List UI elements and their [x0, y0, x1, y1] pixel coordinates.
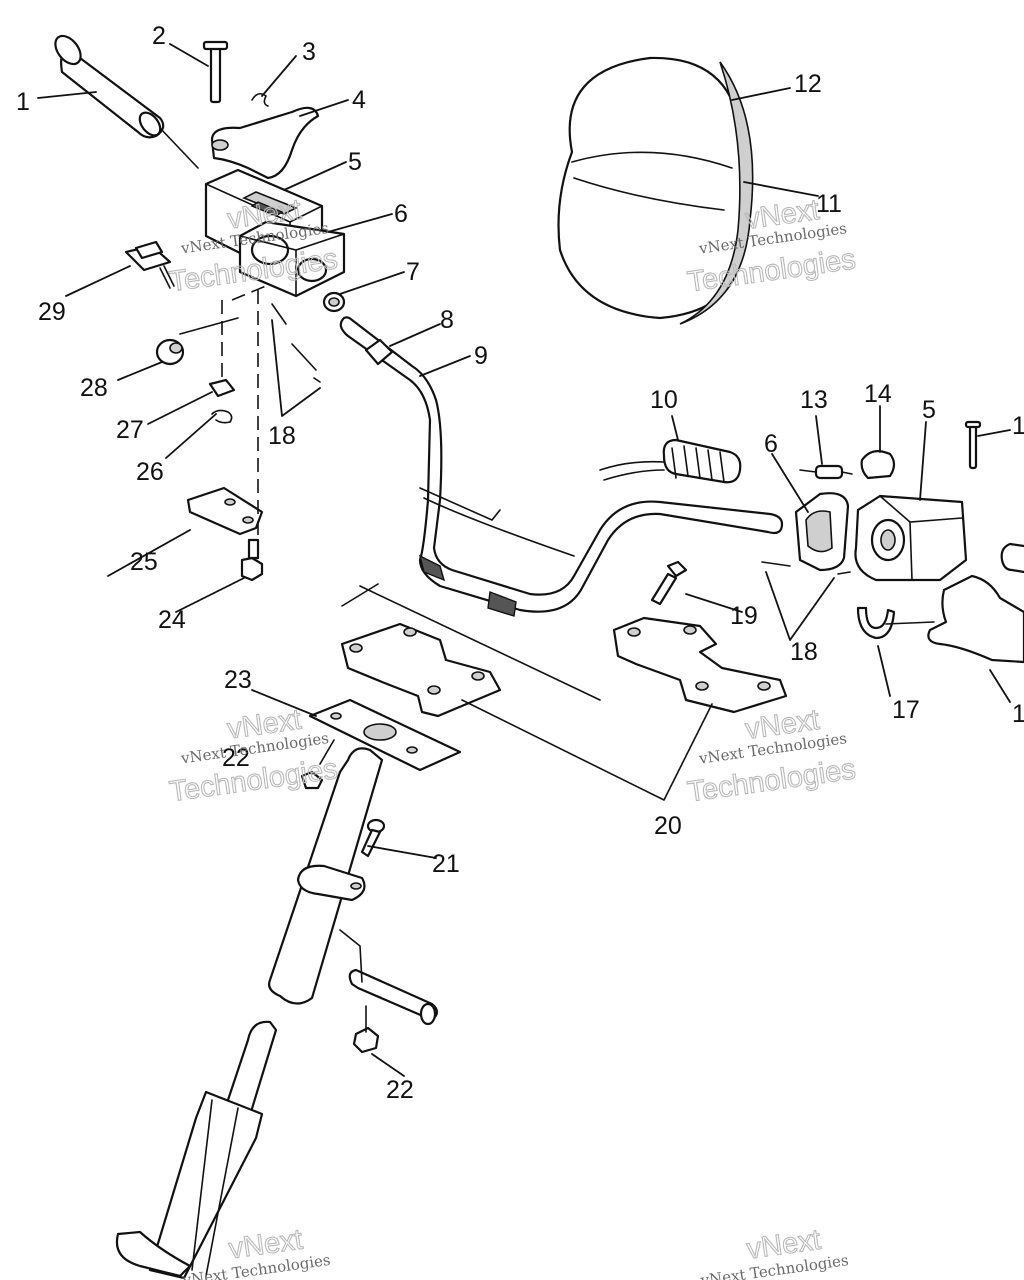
cable-line-left [221, 285, 267, 540]
cap-nut [155, 338, 185, 366]
leader-lines-center [319, 583, 713, 801]
steering-post [115, 747, 384, 1280]
pin-right [964, 420, 982, 470]
washer [208, 378, 236, 398]
nut-22a [300, 770, 324, 790]
callout-13: 13 [800, 386, 828, 414]
resistor [799, 464, 853, 480]
callout-2: 2 [152, 22, 166, 50]
callout-1: 1 [16, 88, 30, 116]
callout-19: 19 [730, 602, 758, 630]
callout-3: 3 [302, 38, 316, 66]
clamp-block [612, 616, 788, 714]
kill-switch [124, 240, 175, 289]
callout-29: 29 [38, 298, 66, 326]
callout-26: 26 [136, 458, 164, 486]
windshield [557, 56, 754, 325]
heater-grip [599, 438, 742, 484]
callout-5b: 5 [922, 396, 936, 424]
shaft-pin [348, 968, 439, 1026]
leader-lines-left [159, 127, 317, 371]
callout-9: 9 [474, 342, 488, 370]
callout-25: 25 [130, 548, 158, 576]
bushing [322, 291, 346, 313]
callout-labels: 1 2 3 4 5 6 7 8 9 10 11 12 13 14 5 1 6 1… [16, 22, 1024, 1104]
callout-18a: 18 [268, 422, 296, 450]
callout-22a: 22 [222, 744, 250, 772]
callout-28: 28 [80, 374, 108, 402]
callout-5: 5 [348, 148, 362, 176]
callout-8: 8 [440, 306, 454, 334]
switch-housing-right [854, 494, 968, 582]
callout-10: 10 [650, 386, 678, 414]
switch-button [860, 449, 896, 480]
callout-11: 11 [816, 190, 842, 218]
clamp [364, 338, 394, 366]
callout-1b: 1 [1012, 412, 1024, 440]
callout-20: 20 [654, 812, 682, 840]
callout-17: 17 [892, 696, 920, 724]
callout-7: 7 [406, 258, 420, 286]
callout-18b: 18 [790, 638, 818, 666]
watermark-mid-right: vNext Technologies vNext Technologies [685, 703, 858, 809]
e-clip [211, 409, 233, 424]
callout-22b: 22 [386, 1076, 414, 1104]
clip [251, 92, 269, 107]
callout-23: 23 [224, 666, 252, 694]
callout-24: 24 [158, 606, 186, 634]
grip-right [1000, 542, 1024, 574]
screws-18b [761, 561, 935, 625]
riser-block [340, 622, 502, 718]
callout-1c: 1 [1012, 700, 1024, 728]
callout-leaders [37, 43, 1011, 1077]
leader-lines-post [339, 929, 367, 1033]
switch-cover-left [238, 220, 346, 298]
pin [202, 40, 229, 104]
callout-4: 4 [352, 86, 366, 114]
screw-21 [360, 818, 386, 858]
throttle-plate [186, 486, 264, 536]
throttle-lever [927, 574, 1024, 664]
screw-18a [271, 303, 321, 383]
watermark-bottom-right: vNext Technologies vNext [699, 1223, 850, 1280]
callout-14: 14 [864, 380, 892, 408]
callout-27: 27 [116, 416, 144, 444]
lever [210, 106, 320, 180]
callout-6: 6 [394, 200, 408, 228]
left-grip [54, 34, 165, 139]
mount-plate [308, 698, 462, 772]
callout-21: 21 [432, 850, 460, 878]
switch-cover-right [794, 492, 850, 572]
bolt-24 [240, 538, 264, 582]
bolt-19 [650, 560, 688, 606]
strap [856, 606, 896, 640]
nut-22b [352, 1026, 380, 1054]
callout-6b: 6 [764, 430, 778, 458]
callout-12: 12 [794, 70, 822, 98]
